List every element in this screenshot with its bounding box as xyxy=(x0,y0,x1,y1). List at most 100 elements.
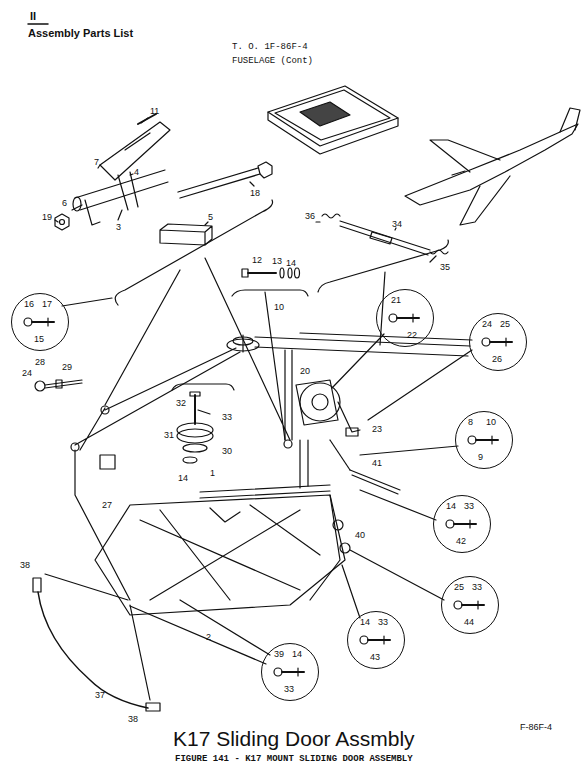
drawing-stroke xyxy=(430,140,510,225)
drawing-stroke xyxy=(177,429,213,443)
drawing-stroke xyxy=(350,470,400,494)
drawing-stroke xyxy=(28,23,48,25)
callout-number: 27 xyxy=(102,500,112,511)
detail-circle: 242526 xyxy=(469,313,527,371)
drawing-stroke xyxy=(100,122,170,180)
drawing-stroke xyxy=(183,457,197,463)
callout-number: 37 xyxy=(95,690,105,701)
callout-number: 26 xyxy=(492,354,502,365)
drawing-stroke xyxy=(316,222,436,262)
drawing-stroke xyxy=(24,314,512,676)
callout-number: 42 xyxy=(456,536,466,547)
callout-number: 22 xyxy=(407,330,417,341)
callout-number: 14 xyxy=(446,501,456,512)
callout-number: 28 xyxy=(35,357,45,368)
drawing-stroke xyxy=(330,440,350,470)
detail-circle: 8109 xyxy=(455,411,513,469)
drawing-stroke xyxy=(75,450,340,600)
callout-number: 10 xyxy=(486,417,496,428)
drawing-stroke xyxy=(62,298,112,306)
drawing-stroke xyxy=(268,86,398,146)
drawing-stroke xyxy=(318,240,448,292)
drawing-stroke xyxy=(172,384,234,390)
detail-circle: 2122 xyxy=(376,289,434,347)
header-text: T. O. 1F-86F-4 xyxy=(232,42,308,53)
drawing-stroke xyxy=(60,220,65,225)
pin-sketch xyxy=(368,639,390,641)
drawing-stroke xyxy=(405,124,578,205)
callout-number: 15 xyxy=(34,334,44,345)
callout-number: 4 xyxy=(134,167,139,178)
callout-number: 3 xyxy=(116,222,121,233)
pin-sketch xyxy=(274,668,282,676)
drawing-stroke xyxy=(255,333,472,356)
detail-circle: 25 33 44 xyxy=(441,576,499,634)
drawing-stroke xyxy=(125,133,150,150)
drawing-stroke xyxy=(368,350,472,420)
callout-number: 33 xyxy=(464,501,474,512)
callout-number: 40 xyxy=(355,530,365,541)
callout-number: 35 xyxy=(440,262,450,273)
drawing-stroke xyxy=(312,394,328,410)
pin-sketch xyxy=(360,636,368,644)
callout-number: 39 xyxy=(274,649,284,660)
pin-sketch xyxy=(389,314,397,322)
drawing-stroke xyxy=(280,268,284,278)
drawing-stroke xyxy=(55,118,254,225)
drawing-stroke xyxy=(346,428,358,436)
drawing-stroke xyxy=(300,383,340,421)
callout-number: 14 xyxy=(360,617,370,628)
callout-number: 18 xyxy=(250,188,260,199)
callout-number: 24 xyxy=(482,319,492,330)
pin-sketch xyxy=(469,520,470,528)
header-text: II xyxy=(30,10,36,23)
drawing-stroke xyxy=(140,505,320,600)
drawing-stroke xyxy=(75,170,168,210)
drawing-stroke xyxy=(322,214,340,218)
drawing-stroke xyxy=(183,444,207,452)
callout-number: 7 xyxy=(94,157,99,168)
drawing-stroke xyxy=(332,334,384,388)
drawing-stroke xyxy=(248,272,276,274)
callout-number: 20 xyxy=(300,366,310,377)
pin-sketch xyxy=(32,321,54,323)
drawing-stroke xyxy=(101,406,109,414)
pin-sketch xyxy=(482,338,490,346)
callout-number: 14 xyxy=(178,473,188,484)
header-text: FUSELAGE (Cont) xyxy=(232,56,313,67)
pin-sketch xyxy=(297,668,298,676)
callout-number: 33 xyxy=(222,412,232,423)
callout-number: 44 xyxy=(464,617,474,628)
drawing-stroke xyxy=(242,269,248,277)
callout-number: 33 xyxy=(472,582,482,593)
callout-number: 16 xyxy=(24,299,34,310)
drawing-stroke xyxy=(350,550,444,600)
figure-title: K17 Sliding Door Assmbly xyxy=(173,726,415,751)
drawing-stroke xyxy=(130,600,270,664)
callout-number: 13 xyxy=(272,256,282,267)
drawing-stroke xyxy=(56,380,62,388)
drawing-stroke xyxy=(24,24,580,711)
callout-number: 25 xyxy=(454,582,464,593)
pin-sketch xyxy=(462,604,484,606)
callout-number: 9 xyxy=(478,452,483,463)
callout-number: 1 xyxy=(210,468,215,479)
callout-number: 33 xyxy=(378,617,388,628)
drawing-stroke xyxy=(300,102,350,126)
callout-number: 17 xyxy=(42,299,52,310)
drawing-stroke xyxy=(45,574,150,700)
callout-number: 33 xyxy=(284,684,294,695)
header-text: Assembly Parts List xyxy=(28,27,133,40)
callout-number: 31 xyxy=(164,430,174,441)
callout-number: 12 xyxy=(252,255,262,266)
detail-circle: 391433 xyxy=(261,643,319,701)
callout-number: 6 xyxy=(62,198,67,209)
pin-sketch xyxy=(490,341,512,343)
callout-number: 43 xyxy=(370,652,380,663)
pin-sketch xyxy=(476,439,498,441)
callout-number: 19 xyxy=(42,212,52,223)
callout-number: 30 xyxy=(222,446,232,457)
pin-sketch xyxy=(477,601,478,609)
pin-sketch xyxy=(454,523,476,525)
drawing-stroke xyxy=(340,221,430,255)
